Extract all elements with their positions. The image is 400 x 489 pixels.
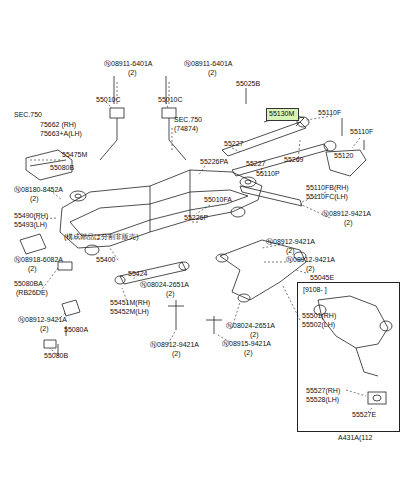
part-label: Ⓝ08911-6401A bbox=[184, 60, 233, 68]
part-label: 55110F bbox=[350, 128, 373, 136]
part-label: 55045E bbox=[310, 274, 334, 282]
part-label: (2) bbox=[244, 349, 253, 357]
part-label: 55110P bbox=[256, 170, 280, 178]
part-label: Ⓝ08024-2651A bbox=[226, 322, 275, 330]
part-label: Ⓝ08915-9421A bbox=[222, 340, 271, 348]
part-label: (2) bbox=[344, 219, 353, 227]
part-label: A431A(112 bbox=[338, 434, 373, 442]
part-label: (2) bbox=[30, 195, 39, 203]
part-label: (構成部品は分割非販売) bbox=[64, 233, 139, 241]
part-label: (74874) bbox=[174, 125, 198, 133]
part-label: (2) bbox=[128, 69, 137, 77]
part-label: Ⓝ08912-9421A bbox=[150, 341, 199, 349]
part-label: SEC.750 bbox=[14, 111, 42, 119]
part-label: 55527(RH) bbox=[306, 387, 340, 395]
part-label: 55452M(LH) bbox=[110, 308, 149, 316]
part-label: Ⓝ08024-2651A bbox=[140, 281, 189, 289]
part-label: (RB26DE) bbox=[16, 289, 48, 297]
part-label: 55226P bbox=[184, 214, 208, 222]
part-label: 55269 bbox=[284, 156, 303, 164]
part-label: 55080BA bbox=[14, 280, 43, 288]
part-label: Ⓝ08911-6401A bbox=[104, 60, 153, 68]
part-label: 55010C bbox=[96, 96, 121, 104]
part-label: Ⓝ08912-9421A bbox=[286, 256, 335, 264]
highlighted-part-box: 55130M bbox=[266, 108, 299, 121]
part-label: 55110F bbox=[318, 109, 341, 117]
part-label: 75663+A(LH) bbox=[40, 130, 82, 138]
part-label: (2) bbox=[172, 350, 181, 358]
part-label: 55010C bbox=[158, 96, 183, 104]
part-label: 55010FA bbox=[204, 196, 232, 204]
part-label: 55490(RH) bbox=[14, 212, 48, 220]
part-label: 55527E bbox=[352, 411, 376, 419]
part-label: Ⓝ08918-6082A bbox=[14, 256, 63, 264]
part-label: 55110FC(LH) bbox=[306, 193, 348, 201]
inset-panel: [9108- ] 55527(RH)55528(LH) 55527E bbox=[297, 282, 400, 432]
part-label: Ⓝ08912-9421A bbox=[266, 238, 315, 246]
part-label: 55025B bbox=[236, 80, 260, 88]
part-label: (2) bbox=[40, 325, 49, 333]
part-label: Ⓝ08912-9421A bbox=[18, 316, 67, 324]
date-range: [9108- ] bbox=[303, 286, 327, 294]
part-label: 55501(RH) bbox=[302, 312, 336, 320]
part-label: 55451M(RH) bbox=[110, 299, 150, 307]
part-label: 55227 bbox=[224, 140, 243, 148]
part-label: 55110FB(RH) bbox=[306, 184, 349, 192]
part-label: Ⓝ08912-9421A bbox=[322, 210, 371, 218]
part-label: 55120 bbox=[334, 152, 353, 160]
part-label: 55475M bbox=[62, 151, 87, 159]
part-label: Ⓝ08180-8452A bbox=[14, 186, 63, 194]
part-label: 55528(LH) bbox=[306, 396, 339, 404]
part-label: (2) bbox=[306, 265, 315, 273]
part-label: (2) bbox=[208, 69, 217, 77]
part-label: SEC.750 bbox=[174, 116, 202, 124]
part-label: 55080B bbox=[44, 352, 68, 360]
part-label: 55424 bbox=[128, 270, 147, 278]
part-label: 55502(LH) bbox=[302, 321, 335, 329]
part-label: (2) bbox=[166, 290, 175, 298]
part-label: 55400 bbox=[96, 256, 115, 264]
part-label: 55080A bbox=[64, 326, 88, 334]
part-label: 55130M bbox=[269, 110, 294, 118]
part-label: 55493(LH) bbox=[14, 221, 47, 229]
part-label: 55080B bbox=[50, 164, 74, 172]
part-label: 75662 (RH) bbox=[40, 121, 76, 129]
part-label: (2) bbox=[250, 331, 259, 339]
part-label: (2) bbox=[28, 265, 37, 273]
part-label: 55227 bbox=[246, 160, 265, 168]
part-label: (2) bbox=[286, 247, 295, 255]
part-label: 55226PA bbox=[200, 158, 228, 166]
